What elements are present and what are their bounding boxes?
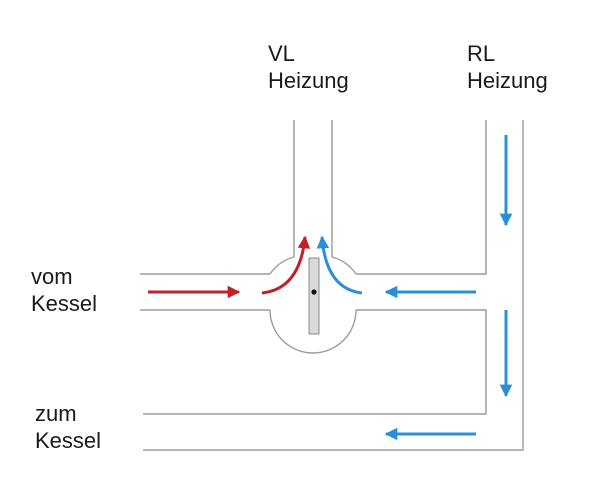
supply-arrow-into-vl (261, 235, 311, 295)
valve-body (269, 256, 357, 354)
valve-plate (308, 257, 320, 335)
return-flow (316, 135, 513, 441)
rl-outer-wall (143, 120, 524, 451)
return-arrow-into-vl (316, 235, 363, 295)
supply-flow (148, 235, 311, 299)
label-vom-line1: vom (31, 264, 73, 289)
label-vom-line2: Kessel (31, 291, 98, 316)
label-vl-line2: Heizung (268, 68, 349, 93)
label-zum-kessel: zum Kessel (35, 400, 101, 454)
label-vl-heizung: VL Heizung (268, 40, 349, 94)
pivot-dot-icon (311, 289, 317, 295)
rl-connector-top-wall (356, 120, 487, 275)
label-rl-heizung: RL Heizung (467, 40, 548, 94)
pipe-network (140, 120, 524, 451)
label-zum-line1: zum (35, 401, 77, 426)
label-vom-kessel: vom Kessel (31, 263, 97, 317)
rl-connector-bottom-wall (143, 309, 487, 415)
three-way-mixing-valve-icon (269, 256, 357, 354)
label-zum-line2: Kessel (35, 428, 102, 453)
label-rl-line1: RL (467, 41, 496, 66)
label-vl-line1: VL (268, 41, 295, 66)
label-rl-line2: Heizung (467, 68, 548, 93)
